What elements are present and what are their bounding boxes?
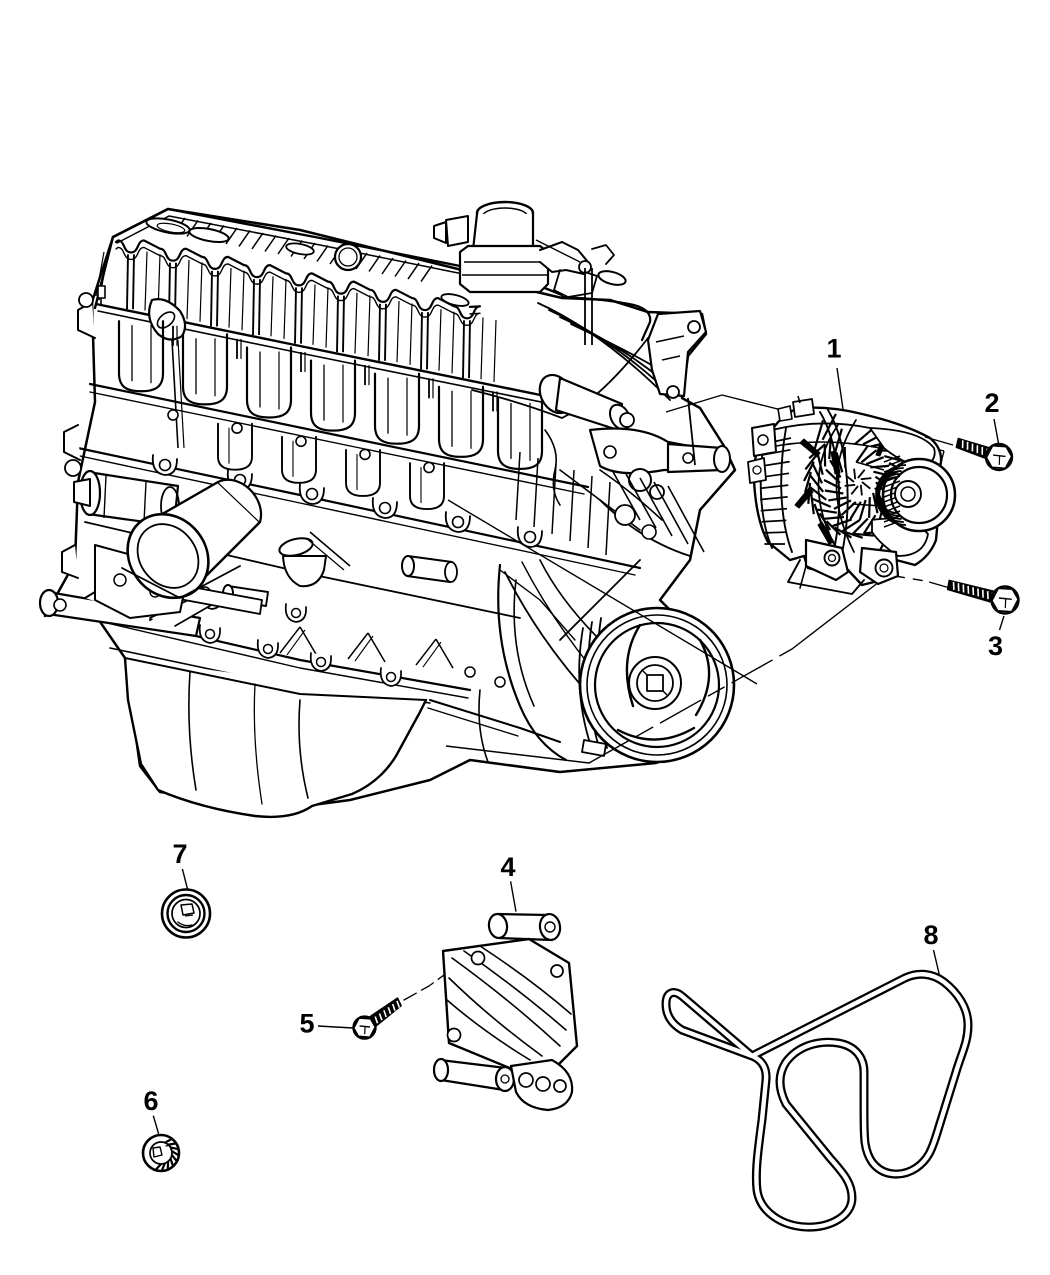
svg-text:3: 3 — [988, 631, 1003, 661]
svg-text:7: 7 — [172, 839, 187, 869]
svg-text:2: 2 — [984, 388, 999, 418]
svg-text:5: 5 — [299, 1009, 314, 1039]
svg-text:4: 4 — [500, 852, 515, 882]
svg-text:8: 8 — [923, 920, 938, 950]
svg-text:6: 6 — [143, 1086, 158, 1116]
svg-text:1: 1 — [826, 334, 841, 364]
